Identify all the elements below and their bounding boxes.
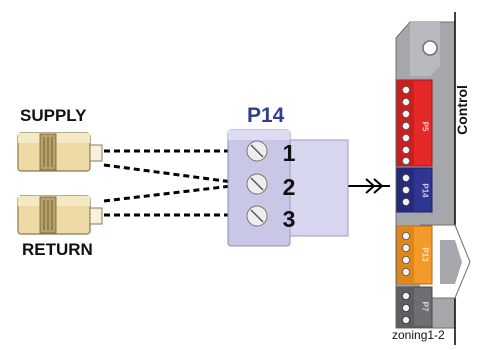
terminal-number-1: 1	[282, 140, 296, 166]
supply-wire-to-2	[103, 163, 241, 185]
header-p7-label: P7	[420, 301, 430, 312]
supply-sensor	[17, 132, 103, 172]
mounting-hole	[422, 40, 438, 56]
header-p14	[396, 167, 433, 213]
board-control-label: Control	[454, 85, 470, 135]
header-p5-label: P5	[420, 121, 430, 132]
terminal-number-2: 2	[282, 174, 296, 200]
header-p13-label: P13	[420, 247, 430, 262]
sensor-wires	[103, 149, 244, 217]
supply-label: SUPPLY	[20, 106, 87, 125]
board-control-label-wrap: Control	[453, 70, 471, 150]
diagram-footer-label: zoning1-2	[392, 328, 445, 342]
p14-terminal-block	[227, 129, 349, 247]
header-p7	[396, 286, 433, 328]
connector-title: P14	[247, 104, 285, 127]
header-p14-label: P14	[420, 183, 430, 198]
connection-arrow	[348, 178, 390, 194]
terminal-screws	[246, 140, 268, 227]
return-wire-to-2	[103, 183, 241, 203]
header-p5	[396, 79, 433, 167]
return-sensor	[17, 195, 103, 235]
terminal-number-3: 3	[282, 206, 296, 232]
return-label: RETURN	[22, 240, 93, 259]
header-p13	[396, 225, 433, 285]
